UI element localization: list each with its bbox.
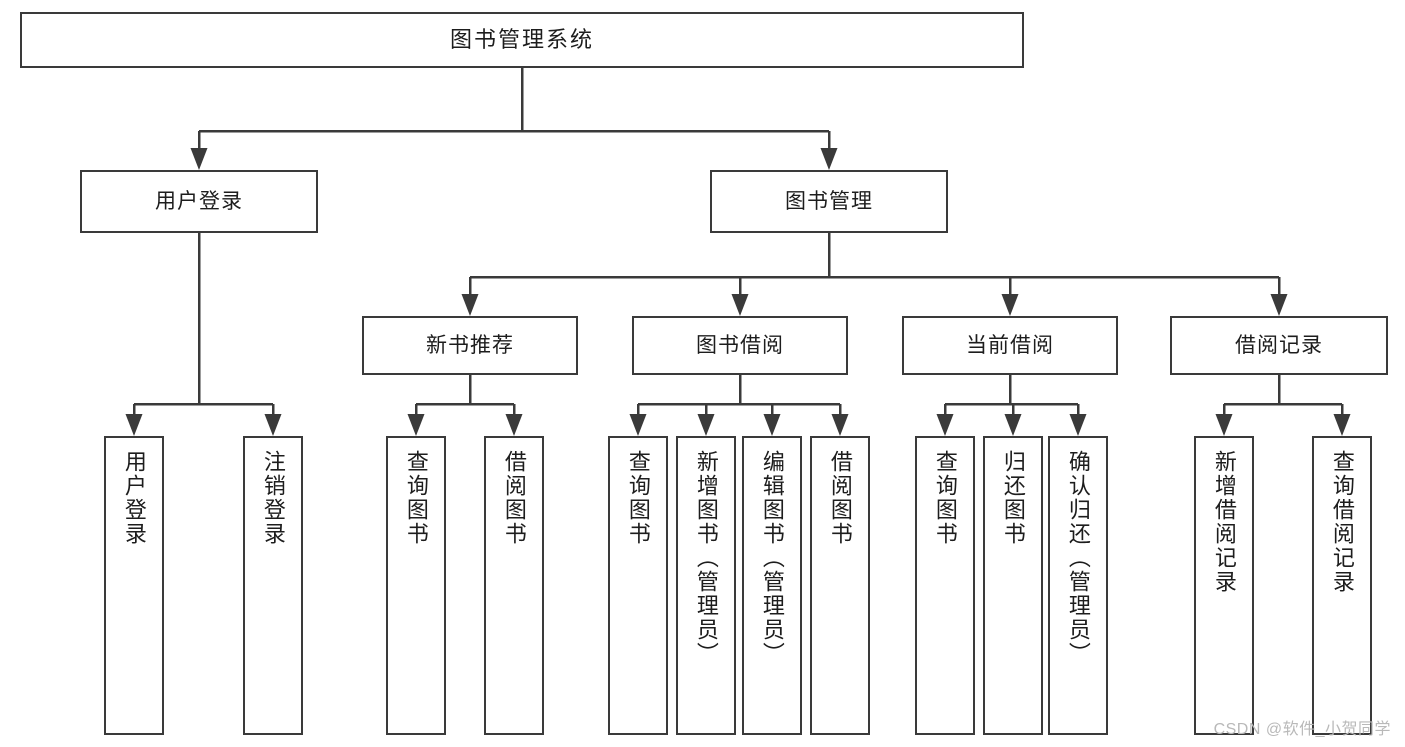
node-leaf-8-label: 查询图书 (932, 450, 958, 546)
node-l1-0[interactable]: 用户登录 (80, 170, 318, 233)
node-leaf-0-label: 用户登录 (121, 450, 147, 546)
node-l1-0-label: 用户登录 (155, 189, 243, 213)
node-l2-3[interactable]: 借阅记录 (1170, 316, 1388, 375)
node-l2-1[interactable]: 图书借阅 (632, 316, 848, 375)
node-l2-1-label: 图书借阅 (696, 333, 784, 357)
node-leaf-12-label: 查询借阅记录 (1329, 450, 1355, 594)
node-l2-3-label: 借阅记录 (1235, 333, 1323, 357)
node-leaf-4[interactable]: 查询图书 (608, 436, 668, 735)
node-leaf-7[interactable]: 借阅图书 (810, 436, 870, 735)
node-leaf-5-label: 新增图书（管理员） (693, 450, 719, 666)
node-root-label: 图书管理系统 (449, 26, 594, 52)
node-leaf-11-label: 新增借阅记录 (1211, 450, 1237, 594)
node-root[interactable]: 图书管理系统 (20, 12, 1024, 68)
node-leaf-1[interactable]: 注销登录 (243, 436, 303, 735)
node-leaf-12[interactable]: 查询借阅记录 (1312, 436, 1372, 735)
node-leaf-2[interactable]: 查询图书 (386, 436, 446, 735)
node-leaf-4-label: 查询图书 (625, 450, 651, 546)
node-l1-1[interactable]: 图书管理 (710, 170, 948, 233)
node-leaf-10[interactable]: 确认归还（管理员） (1048, 436, 1108, 735)
node-leaf-1-label: 注销登录 (260, 450, 286, 546)
node-leaf-9[interactable]: 归还图书 (983, 436, 1043, 735)
node-leaf-0[interactable]: 用户登录 (104, 436, 164, 735)
node-leaf-2-label: 查询图书 (403, 450, 429, 546)
node-leaf-10-label: 确认归还（管理员） (1065, 450, 1091, 666)
node-leaf-3-label: 借阅图书 (501, 450, 527, 546)
node-l2-0[interactable]: 新书推荐 (362, 316, 578, 375)
node-leaf-7-label: 借阅图书 (827, 450, 853, 546)
node-leaf-9-label: 归还图书 (1000, 450, 1026, 546)
node-l2-2[interactable]: 当前借阅 (902, 316, 1118, 375)
node-leaf-6[interactable]: 编辑图书（管理员） (742, 436, 802, 735)
node-leaf-6-label: 编辑图书（管理员） (759, 450, 785, 666)
node-leaf-11[interactable]: 新增借阅记录 (1194, 436, 1254, 735)
node-leaf-5[interactable]: 新增图书（管理员） (676, 436, 736, 735)
node-l2-2-label: 当前借阅 (966, 333, 1054, 357)
node-leaf-3[interactable]: 借阅图书 (484, 436, 544, 735)
node-l1-1-label: 图书管理 (785, 189, 873, 213)
node-leaf-8[interactable]: 查询图书 (915, 436, 975, 735)
node-l2-0-label: 新书推荐 (426, 333, 514, 357)
